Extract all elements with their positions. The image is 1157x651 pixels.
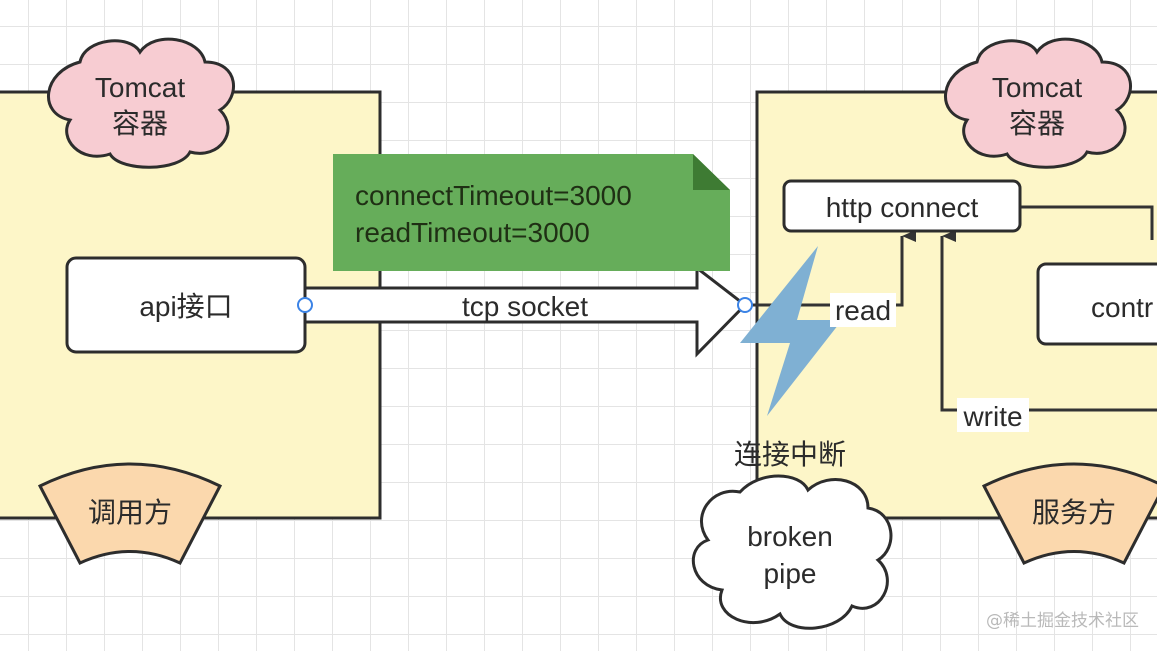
caller-role-label: 调用方: [88, 497, 172, 528]
provider-tomcat-subtitle: 容器: [1009, 108, 1065, 139]
controller-node[interactable]: contr: [1036, 262, 1157, 346]
connection-broken-label: 连接中断: [734, 439, 846, 470]
read-label-group: read: [830, 293, 896, 327]
tcp-socket-label: tcp socket: [462, 291, 588, 322]
write-label: write: [962, 401, 1022, 432]
caller-tomcat-badge[interactable]: Tomcat 容器: [47, 37, 235, 169]
caller-tomcat-title: Tomcat: [95, 72, 185, 103]
controller-label: contr: [1091, 292, 1153, 323]
provider-tomcat-badge[interactable]: Tomcat 容器: [944, 37, 1132, 169]
note-read-timeout: readTimeout=3000: [355, 217, 590, 248]
write-edge[interactable]: [940, 230, 1157, 412]
read-label: read: [835, 295, 891, 326]
api-connection-port[interactable]: [297, 297, 313, 313]
provider-connection-port[interactable]: [737, 297, 753, 313]
timeout-note[interactable]: connectTimeout=3000 readTimeout=3000: [333, 154, 730, 271]
broken-pipe-line2: pipe: [764, 558, 817, 589]
provider-role-badge[interactable]: 服务方: [981, 462, 1157, 565]
broken-pipe-line1: broken: [747, 521, 833, 552]
note-connect-timeout: connectTimeout=3000: [355, 180, 632, 211]
http-to-controller-edge[interactable]: [1020, 205, 1154, 240]
write-label-group: write: [957, 398, 1029, 432]
tcp-socket-arrow[interactable]: tcp socket: [303, 264, 748, 358]
lightning-bolt-icon: [740, 246, 842, 416]
caller-role-badge[interactable]: 调用方: [37, 462, 223, 565]
http-connect-label: http connect: [826, 192, 979, 223]
caller-tomcat-subtitle: 容器: [112, 108, 168, 139]
api-node[interactable]: api接口: [65, 256, 307, 354]
http-connect-node[interactable]: http connect: [782, 179, 1022, 233]
provider-tomcat-title: Tomcat: [992, 72, 1082, 103]
watermark: @稀土掘金技术社区: [986, 611, 1139, 631]
api-label: api接口: [139, 291, 232, 322]
broken-pipe-cloud[interactable]: broken pipe: [691, 474, 893, 630]
provider-role-label: 服务方: [1032, 497, 1116, 528]
